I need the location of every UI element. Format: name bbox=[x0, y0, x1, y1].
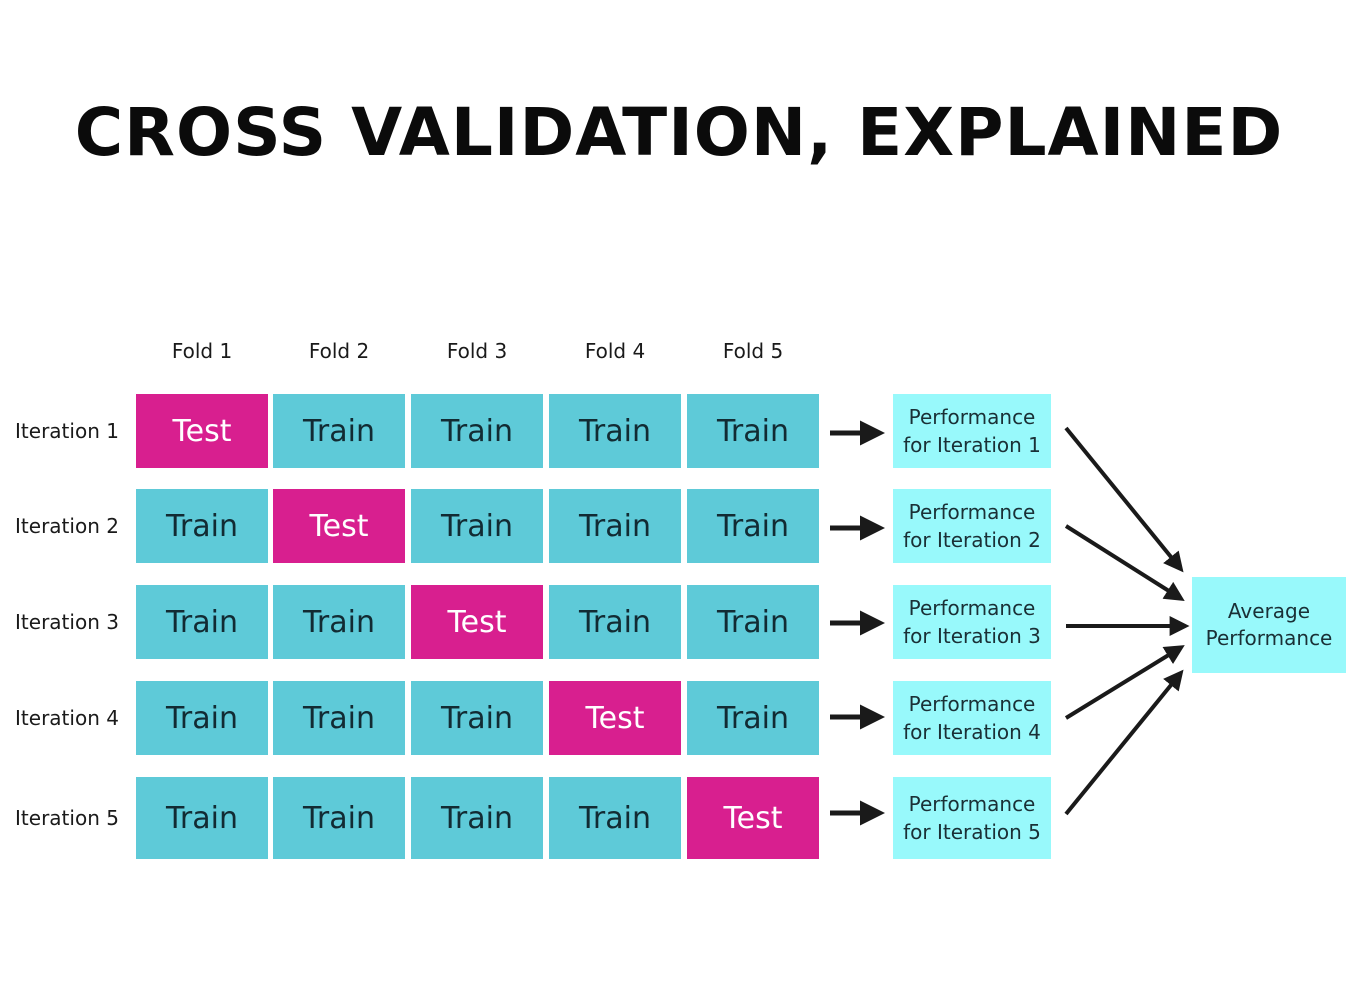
fold-cell: Train bbox=[687, 394, 819, 468]
average-performance-box: Average Performance bbox=[1192, 577, 1346, 673]
fold-cell: Train bbox=[549, 489, 681, 563]
diagonal-arrow-icon bbox=[1064, 669, 1184, 816]
iteration-label: Iteration 3 bbox=[15, 610, 119, 634]
fold-cell: Train bbox=[549, 394, 681, 468]
fold-label: Fold 4 bbox=[584, 339, 646, 363]
fold-cell: Train bbox=[136, 777, 268, 859]
fold-cell: Train bbox=[136, 585, 268, 659]
performance-box: Performance for Iteration 4 bbox=[893, 681, 1051, 755]
fold-label: Fold 3 bbox=[446, 339, 508, 363]
fold-cell: Train bbox=[411, 777, 543, 859]
fold-cell: Train bbox=[687, 489, 819, 563]
fold-cell: Train bbox=[687, 585, 819, 659]
fold-label: Fold 1 bbox=[171, 339, 233, 363]
performance-label: Performance for Iteration 5 bbox=[903, 792, 1041, 844]
page-title: CROSS VALIDATION, EXPLAINED bbox=[74, 94, 1284, 171]
diagonal-arrow-icon bbox=[1064, 524, 1185, 601]
iteration-label: Iteration 2 bbox=[15, 514, 119, 538]
fold-cell: Train bbox=[549, 585, 681, 659]
performance-box: Performance for Iteration 2 bbox=[893, 489, 1051, 563]
fold-cell: Train bbox=[411, 489, 543, 563]
performance-label: Performance for Iteration 2 bbox=[903, 500, 1041, 552]
fold-label: Fold 5 bbox=[722, 339, 784, 363]
fold-cell: Train bbox=[273, 681, 405, 755]
diagonal-arrow-icon bbox=[1064, 645, 1185, 720]
fold-cell: Test bbox=[411, 585, 543, 659]
fold-cell: Test bbox=[136, 394, 268, 468]
fold-cell: Test bbox=[549, 681, 681, 755]
fold-cell: Train bbox=[136, 489, 268, 563]
performance-label: Performance for Iteration 4 bbox=[903, 692, 1041, 744]
performance-label: Performance for Iteration 3 bbox=[903, 596, 1041, 648]
fold-cell: Train bbox=[136, 681, 268, 755]
fold-cell: Train bbox=[273, 585, 405, 659]
iteration-label: Iteration 1 bbox=[15, 419, 119, 443]
performance-label: Performance for Iteration 1 bbox=[903, 405, 1041, 457]
fold-cell: Train bbox=[411, 681, 543, 755]
fold-cell: Test bbox=[687, 777, 819, 859]
diagonal-arrow-icon bbox=[1064, 426, 1184, 573]
performance-box: Performance for Iteration 5 bbox=[893, 777, 1051, 859]
iteration-label: Iteration 5 bbox=[15, 806, 119, 830]
fold-cell: Test bbox=[273, 489, 405, 563]
fold-label: Fold 2 bbox=[308, 339, 370, 363]
iteration-label: Iteration 4 bbox=[15, 706, 119, 730]
performance-box: Performance for Iteration 3 bbox=[893, 585, 1051, 659]
fold-cell: Train bbox=[273, 394, 405, 468]
fold-cell: Train bbox=[687, 681, 819, 755]
average-performance-label: Average Performance bbox=[1205, 599, 1333, 650]
fold-cell: Train bbox=[549, 777, 681, 859]
performance-box: Performance for Iteration 1 bbox=[893, 394, 1051, 468]
fold-cell: Train bbox=[411, 394, 543, 468]
fold-cell: Train bbox=[273, 777, 405, 859]
